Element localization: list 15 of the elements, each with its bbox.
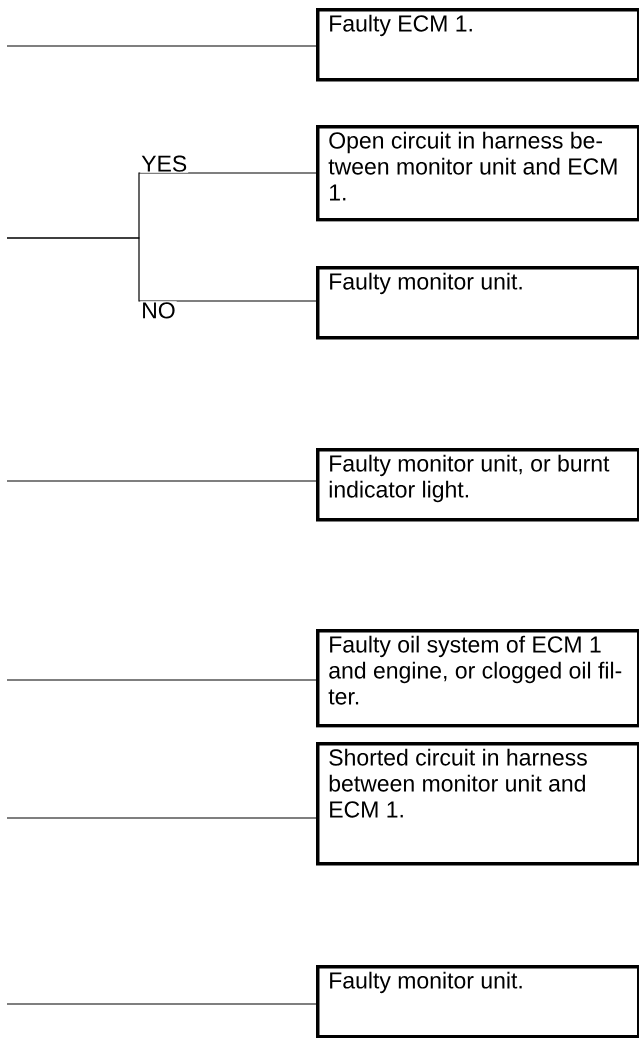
edge-label: NO: [140, 301, 177, 320]
result-box: Faulty ECM 1.: [316, 8, 639, 82]
connector-line: [6, 480, 317, 482]
result-box: Shorted circuit in harness between monitor unit and ECM 1.: [316, 742, 639, 866]
result-box: Faulty monitor unit, or burnt indicator light.: [316, 448, 639, 522]
result-box: Faulty monitor unit.: [316, 965, 639, 1038]
result-box: Faulty oil system of ECM 1 and engine, or clogged oil fil- ter.: [316, 629, 639, 728]
result-box: Faulty monitor unit.: [316, 266, 639, 340]
connector-line: [6, 679, 317, 681]
connector-line: [6, 817, 317, 819]
result-box: Open circuit in harness be- tween monitor unit and ECM 1.: [316, 125, 639, 222]
edge-label: YES: [140, 154, 189, 173]
connector-line: [6, 45, 317, 47]
connector-line: [6, 237, 317, 302]
connector-line: [6, 1003, 317, 1005]
